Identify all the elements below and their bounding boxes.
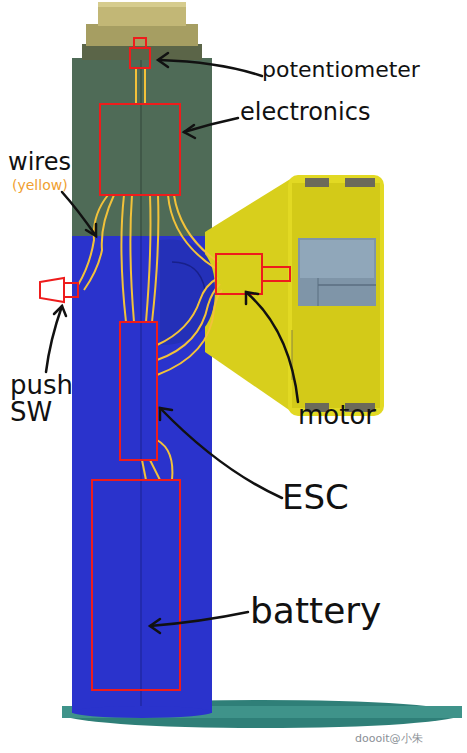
top-section-part — [141, 58, 142, 236]
part-outlines-part — [40, 278, 64, 302]
leader-arrows-part — [184, 125, 195, 138]
yellow-wires-part — [174, 195, 218, 262]
leader-arrows-part — [62, 192, 96, 236]
part-label: wires — [8, 150, 108, 175]
body-cylinder-part — [72, 706, 212, 718]
leader-arrows-part — [150, 612, 248, 626]
top-section-part — [98, 2, 186, 26]
leader-arrows-part — [158, 53, 168, 67]
yellow-wires-part — [144, 68, 146, 104]
part-label: motor — [298, 402, 418, 429]
fan-housing-part — [160, 240, 215, 345]
part-label: electronics — [240, 100, 440, 125]
fan-housing-part — [318, 278, 319, 306]
yellow-wires-part — [121, 195, 126, 322]
fan-housing — [160, 175, 384, 416]
part-label: battery — [250, 592, 430, 630]
leader-arrows-part — [160, 408, 282, 498]
top-section-part — [82, 44, 202, 60]
fan-housing-part — [172, 262, 205, 290]
yellow-wires-part — [157, 290, 222, 375]
yellow-wires-part — [84, 195, 114, 290]
leader-arrows-part — [160, 408, 172, 420]
fan-housing-part — [318, 284, 376, 286]
fan-housing-part — [288, 175, 384, 416]
yellow-wires-part — [152, 195, 158, 322]
yellow-wires-part — [146, 195, 151, 322]
yellow-wires-part — [78, 195, 108, 285]
base-plate-part — [62, 706, 462, 718]
fan-housing-part — [345, 178, 375, 187]
leader-arrows-part — [246, 292, 298, 402]
leader-arrows-part — [54, 306, 66, 316]
part-outlines-part — [64, 283, 78, 297]
yellow-wires-part — [142, 460, 146, 480]
yellow-wires-part — [135, 68, 137, 104]
watermark: doooit@小朱 — [355, 733, 465, 745]
fan-housing-part — [300, 240, 374, 278]
top-section-part — [86, 24, 198, 46]
note-label: (yellow) — [12, 178, 112, 193]
part-outlines-part — [100, 104, 180, 195]
top-section-part — [98, 2, 186, 7]
part-label: push SW — [10, 372, 72, 427]
fan-housing-part — [292, 183, 380, 408]
yellow-wires-part — [130, 195, 134, 322]
part-outlines-part — [134, 38, 146, 48]
leader-arrows-part — [246, 292, 258, 304]
part-outlines-part — [216, 254, 262, 294]
part-outlines-part — [262, 267, 290, 281]
part-outlines-part — [92, 480, 180, 690]
yellow-wires-part — [168, 195, 215, 268]
part-label: ESC — [282, 480, 402, 516]
top-section-part — [72, 58, 212, 236]
fan-housing-part — [305, 178, 329, 187]
yellow-wires-part — [150, 460, 160, 480]
yellow-wires-part — [157, 440, 172, 480]
leader-arrows-part — [86, 224, 96, 236]
fan-housing-part — [298, 238, 376, 306]
part-label: potentiometer — [262, 58, 462, 81]
part-outlines-part — [130, 48, 150, 68]
leader-arrows-part — [160, 60, 262, 76]
leader-arrows-part — [150, 619, 160, 633]
yellow-wires-part — [157, 284, 220, 360]
yellow-wires — [78, 68, 222, 480]
body-cylinder-part — [141, 225, 142, 713]
leader-arrows-part — [46, 306, 62, 372]
top-section — [72, 2, 212, 236]
yellow-wires-part — [157, 278, 218, 345]
part-outlines-part — [120, 322, 157, 460]
leader-arrows — [46, 53, 298, 633]
